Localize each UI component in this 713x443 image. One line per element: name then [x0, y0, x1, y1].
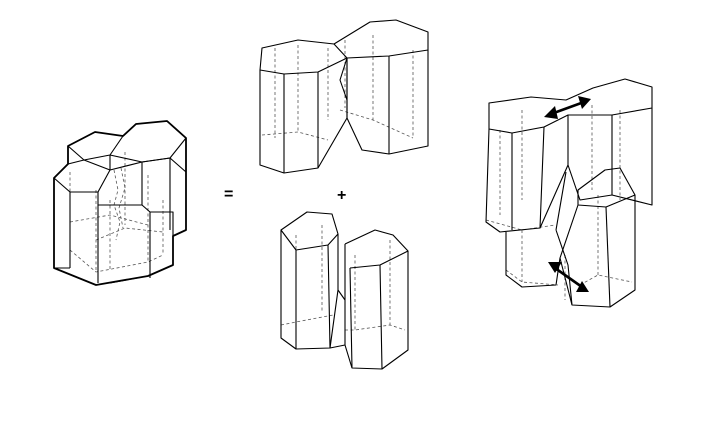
upper-prism-pair — [259, 19, 429, 174]
separated-prism-pairs — [485, 78, 653, 308]
upper-arrowhead-right — [578, 96, 591, 109]
lower-arrowhead-right — [576, 281, 589, 292]
lower-prism-pair — [280, 211, 409, 370]
upper-separation-arrow — [550, 100, 585, 116]
lower-arrowhead-left — [548, 262, 562, 273]
upper-arrowhead-left — [544, 106, 558, 119]
combined-cell-cluster — [53, 120, 187, 286]
plus-sign: + — [337, 187, 346, 204]
lower-separation-arrow — [554, 266, 583, 289]
equals-sign: = — [224, 186, 233, 203]
